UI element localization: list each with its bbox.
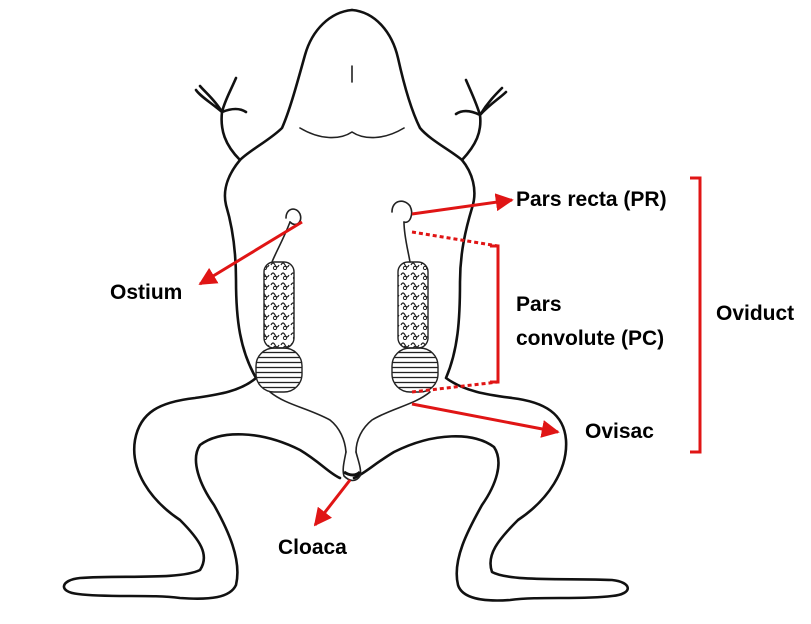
frog-body-left	[64, 10, 352, 599]
label-ovisac: Ovisac	[585, 419, 654, 445]
label-pars-convolute-line1: Pars	[516, 292, 562, 318]
right-convoluted-coil	[398, 262, 428, 348]
frog-arm-right	[456, 80, 506, 160]
oviduct-left	[256, 209, 346, 452]
frog-body-right	[352, 10, 628, 600]
oviduct-right	[356, 201, 438, 452]
frog-jaw-line	[300, 128, 404, 138]
left-convoluted-coil	[264, 262, 294, 348]
right-ovisac	[392, 348, 438, 392]
label-cloaca: Cloaca	[278, 535, 347, 561]
label-pars-convolute-line2: convolute (PC)	[516, 326, 664, 352]
label-oviduct: Oviduct	[716, 301, 794, 327]
label-pars-recta: Pars recta (PR)	[516, 187, 667, 213]
arrow-cloaca	[315, 480, 350, 525]
oviduct-bracket	[690, 178, 700, 452]
left-ovisac	[256, 348, 302, 392]
arrow-pars-recta	[412, 200, 512, 214]
frog-arm-left	[196, 78, 246, 160]
pc-dash-top	[412, 232, 498, 246]
pc-bracket	[490, 246, 498, 382]
arrow-ovisac	[412, 404, 558, 432]
label-ostium: Ostium	[110, 280, 182, 306]
